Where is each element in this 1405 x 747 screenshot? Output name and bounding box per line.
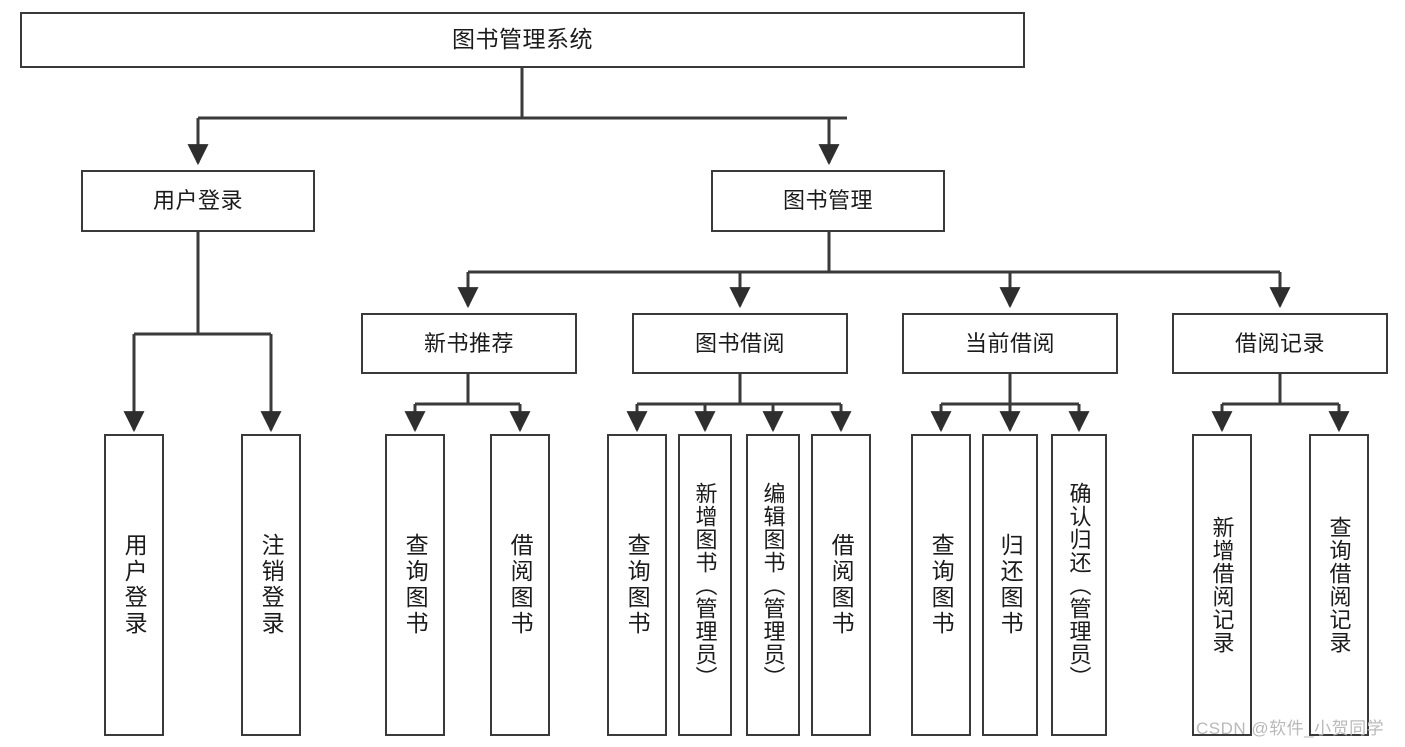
- node-leaf-query-book-1[interactable]: 查询图书: [385, 434, 445, 736]
- node-leaf-query-book-2[interactable]: 查询图书: [607, 434, 667, 736]
- node-leaf-add-book-label: 新增图书（管理员）: [692, 481, 718, 689]
- node-borrow-record[interactable]: 借阅记录: [1172, 313, 1388, 374]
- node-user-login-label: 用户登录: [152, 188, 243, 214]
- node-leaf-borrow-book-1[interactable]: 借阅图书: [490, 434, 550, 736]
- node-leaf-return-book-label: 归还图书: [997, 533, 1024, 637]
- node-borrow-record-label: 借阅记录: [1234, 330, 1325, 356]
- node-leaf-logout-label: 注销登录: [258, 533, 285, 637]
- node-new-book-recommend[interactable]: 新书推荐: [361, 313, 577, 374]
- node-book-borrow[interactable]: 图书借阅: [632, 313, 848, 374]
- node-user-login[interactable]: 用户登录: [81, 170, 315, 232]
- node-current-borrow-label: 当前借阅: [964, 330, 1055, 356]
- node-leaf-borrow-book-1-label: 借阅图书: [507, 533, 534, 637]
- node-leaf-logout[interactable]: 注销登录: [241, 434, 301, 736]
- node-book-management-label: 图书管理: [782, 188, 873, 214]
- node-leaf-borrow-book-2[interactable]: 借阅图书: [811, 434, 871, 736]
- node-leaf-query-record-label: 查询借阅记录: [1326, 516, 1352, 654]
- node-current-borrow[interactable]: 当前借阅: [902, 313, 1118, 374]
- node-leaf-add-book[interactable]: 新增图书（管理员）: [678, 434, 732, 736]
- node-leaf-query-book-3-label: 查询图书: [928, 533, 955, 637]
- node-leaf-query-record[interactable]: 查询借阅记录: [1309, 434, 1369, 736]
- node-leaf-user-login-label: 用户登录: [121, 533, 148, 637]
- node-book-management[interactable]: 图书管理: [711, 170, 945, 232]
- node-leaf-edit-book[interactable]: 编辑图书（管理员）: [746, 434, 800, 736]
- node-book-borrow-label: 图书借阅: [694, 330, 785, 356]
- watermark-text: CSDN @软件_小贺同学: [1196, 719, 1385, 738]
- node-leaf-query-book-3[interactable]: 查询图书: [911, 434, 971, 736]
- node-leaf-query-book-2-label: 查询图书: [624, 533, 651, 637]
- node-leaf-confirm-return[interactable]: 确认归还（管理员）: [1051, 434, 1107, 736]
- node-root[interactable]: 图书管理系统: [20, 12, 1025, 68]
- node-leaf-confirm-return-label: 确认归还（管理员）: [1066, 481, 1092, 689]
- node-leaf-user-login[interactable]: 用户登录: [104, 434, 164, 736]
- node-leaf-edit-book-label: 编辑图书（管理员）: [760, 481, 786, 689]
- node-root-label: 图书管理系统: [452, 26, 593, 53]
- node-leaf-add-record[interactable]: 新增借阅记录: [1192, 434, 1252, 736]
- node-new-book-recommend-label: 新书推荐: [423, 330, 514, 356]
- node-leaf-borrow-book-2-label: 借阅图书: [828, 533, 855, 637]
- node-leaf-add-record-label: 新增借阅记录: [1209, 516, 1235, 654]
- node-leaf-query-book-1-label: 查询图书: [402, 533, 429, 637]
- node-leaf-return-book[interactable]: 归还图书: [982, 434, 1038, 736]
